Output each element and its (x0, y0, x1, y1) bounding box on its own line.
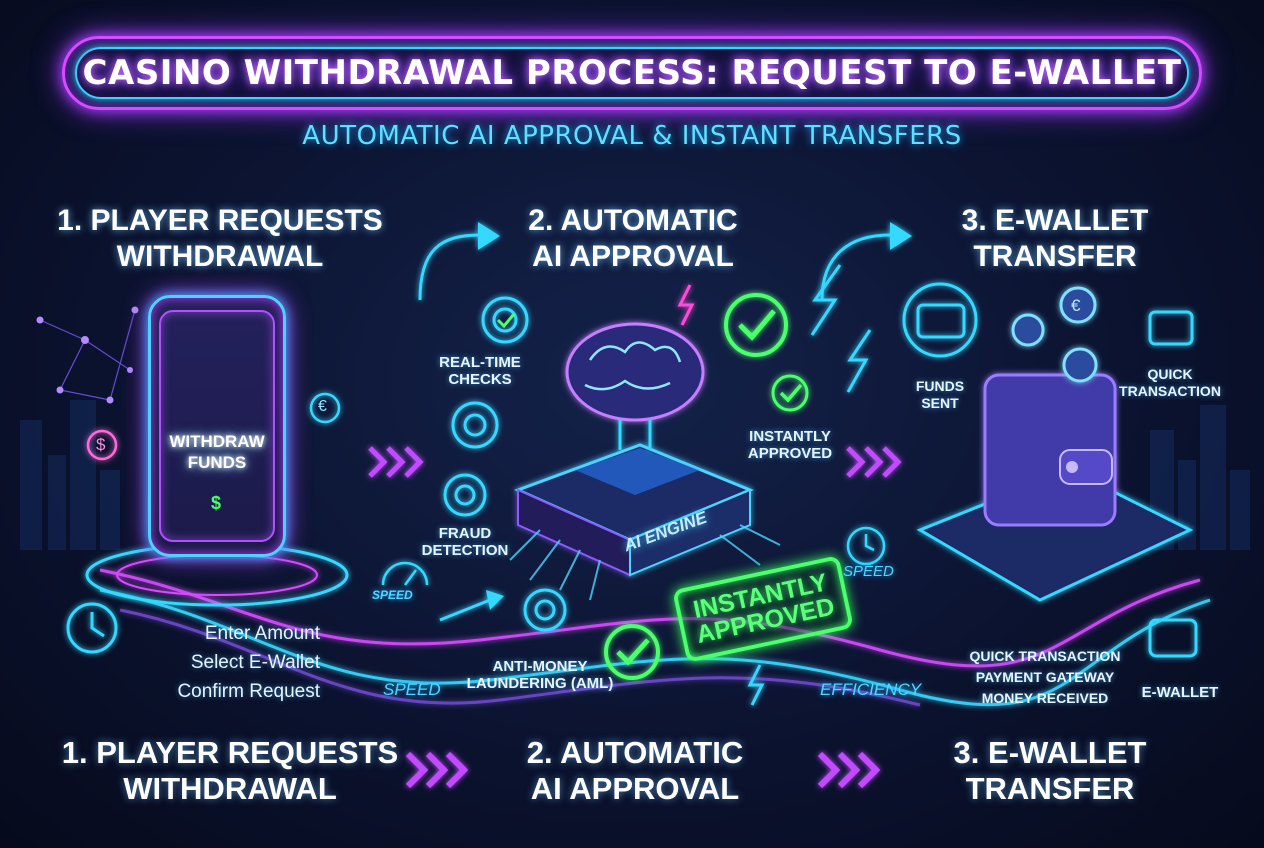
wallet-small-icon-3 (1148, 618, 1198, 658)
step-2-heading: 2. AUTOMATIC AI APPROVAL (498, 203, 768, 275)
flow-lines (99, 568, 1211, 707)
instantly-approved-label: INSTANTLY APPROVED (730, 428, 850, 462)
phone-screen (159, 310, 275, 542)
realtime-line1: REAL-TIME (439, 354, 521, 371)
skyline-left (20, 400, 120, 550)
step-1-footer: 1. PLAYER REQUESTS WITHDRAWAL (60, 735, 400, 807)
title-banner: CASINO WITHDRAWAL PROCESS: REQUEST TO E-… (62, 36, 1202, 110)
network-nodes (36, 306, 139, 404)
speed-label: SPEED (383, 680, 441, 699)
withdraw-line2: FUNDS (187, 453, 247, 472)
step-2-footer: 2. AUTOMATIC AI APPROVAL (505, 735, 765, 807)
money-icon-symbol: $ (211, 493, 222, 513)
speed-right-label: SPEED (843, 563, 894, 580)
lightning-icons (747, 264, 872, 706)
step-1-footer-line2: WITHDRAWAL (123, 771, 337, 806)
wallet-large-icon (916, 373, 1194, 602)
funds-line2: SENT (921, 395, 959, 411)
gear-icon-3 (443, 473, 487, 517)
request-steps-list: Enter Amount Select E-Wallet Confirm Req… (120, 619, 320, 706)
page-subtitle: AUTOMATIC AI APPROVAL & INSTANT TRANSFER… (302, 121, 962, 151)
step-3-footer-line1: 3. E-WALLET (953, 735, 1147, 770)
efficiency-label: EFFICIENCY (820, 680, 922, 699)
ai-chip (514, 443, 754, 577)
quick-transaction-label: QUICK TRANSACTION (1105, 366, 1235, 400)
fraud-line1: FRAUD (438, 525, 492, 542)
aml-line1: ANTI-MONEY (492, 658, 588, 675)
step-2-footer-line1: 2. AUTOMATIC (526, 735, 744, 770)
funds-line1: FUNDS (915, 378, 965, 394)
transfer-detail-3: MONEY RECEIVED (981, 690, 1109, 706)
network-lines (39, 309, 136, 401)
step-1-footer-line1: 1. PLAYER REQUESTS (61, 735, 399, 770)
curve-arrow-1 (418, 222, 500, 301)
chevrons-bottom-1 (405, 751, 469, 789)
phone-illustration (148, 295, 286, 557)
request-step-confirm: Confirm Request (177, 681, 320, 702)
check-circle-bottom (604, 624, 660, 680)
step-2-line1: 2. AUTOMATIC (528, 204, 738, 237)
realtime-checks-label: REAL-TIME CHECKS (420, 354, 540, 388)
step-1-heading: 1. PLAYER REQUESTS WITHDRAWAL (50, 203, 390, 275)
step-3-heading: 3. E-WALLET TRANSFER (930, 203, 1180, 275)
ewallet-label: E-WALLET (1141, 684, 1219, 701)
dollar-coin-left (86, 429, 118, 461)
fraud-detection-label: FRAUD DETECTION (405, 525, 525, 559)
curve-arrow-2 (820, 222, 912, 301)
approved-line2: APPROVED (747, 445, 833, 462)
transfer-details-list: QUICK TRANSACTION PAYMENT GATEWAY MONEY … (950, 646, 1140, 709)
quick-line2: TRANSACTION (1119, 383, 1221, 399)
step-3-footer: 3. E-WALLET TRANSFER (920, 735, 1180, 807)
withdraw-funds-label: WITHDRAW FUNDS (158, 431, 276, 473)
gear-icon-4 (523, 588, 567, 632)
chevrons-2 (846, 446, 902, 478)
step-1-line1: 1. PLAYER REQUESTS (57, 204, 383, 237)
fraud-line2: DETECTION (421, 542, 509, 559)
wallet-small-icon-1 (902, 282, 978, 358)
diagonal-arrow (439, 590, 504, 622)
euro-icon-symbol: € (318, 398, 327, 415)
step-2-line2: AI APPROVAL (532, 240, 734, 273)
step-3-line2: TRANSFER (973, 240, 1137, 273)
stopwatch-icon (846, 526, 886, 566)
transfer-detail-1: QUICK TRANSACTION (969, 648, 1121, 664)
coin-euro-symbol: € (1071, 296, 1081, 315)
brain-icon (565, 322, 705, 450)
euro-coin-left (309, 392, 341, 424)
gear-check-1 (496, 313, 516, 329)
check-circle-small (771, 374, 809, 412)
step-3-footer-line2: TRANSFER (965, 771, 1135, 806)
dollar-icon-symbol: $ (96, 435, 106, 454)
step-3-line1: 3. E-WALLET (961, 204, 1149, 237)
request-step-enter-amount: Enter Amount (204, 623, 320, 644)
realtime-line2: CHECKS (448, 371, 512, 388)
check-circle-large (724, 293, 788, 357)
aml-line2: LAUNDERING (AML) (466, 675, 614, 692)
transfer-detail-2: PAYMENT GATEWAY (975, 669, 1115, 685)
clock-icon (66, 602, 118, 654)
ai-chip-pins (509, 524, 781, 601)
aml-label: ANTI-MONEY LAUNDERING (AML) (455, 658, 625, 692)
withdraw-line1: WITHDRAW (169, 432, 265, 451)
lightning-pink-icon (677, 284, 695, 326)
approved-line1: INSTANTLY (749, 428, 831, 445)
chevrons-1 (368, 446, 424, 478)
quick-line1: QUICK (1147, 366, 1193, 382)
request-step-select-wallet: Select E-Wallet (190, 652, 320, 673)
gear-icon-2 (451, 401, 499, 449)
coin-icons (1011, 286, 1098, 383)
gear-icon-1 (481, 296, 529, 344)
step-2-footer-line2: AI APPROVAL (530, 771, 740, 806)
page-title: CASINO WITHDRAWAL PROCESS: REQUEST TO E-… (82, 53, 1182, 93)
wallet-small-icon-2 (1148, 310, 1194, 346)
speed-small-label: SPEED (372, 588, 413, 602)
funds-sent-label: FUNDS SENT (895, 378, 985, 412)
speedometer-icon (381, 561, 429, 586)
chevrons-bottom-2 (817, 751, 881, 789)
step-1-line2: WITHDRAWAL (116, 240, 324, 273)
